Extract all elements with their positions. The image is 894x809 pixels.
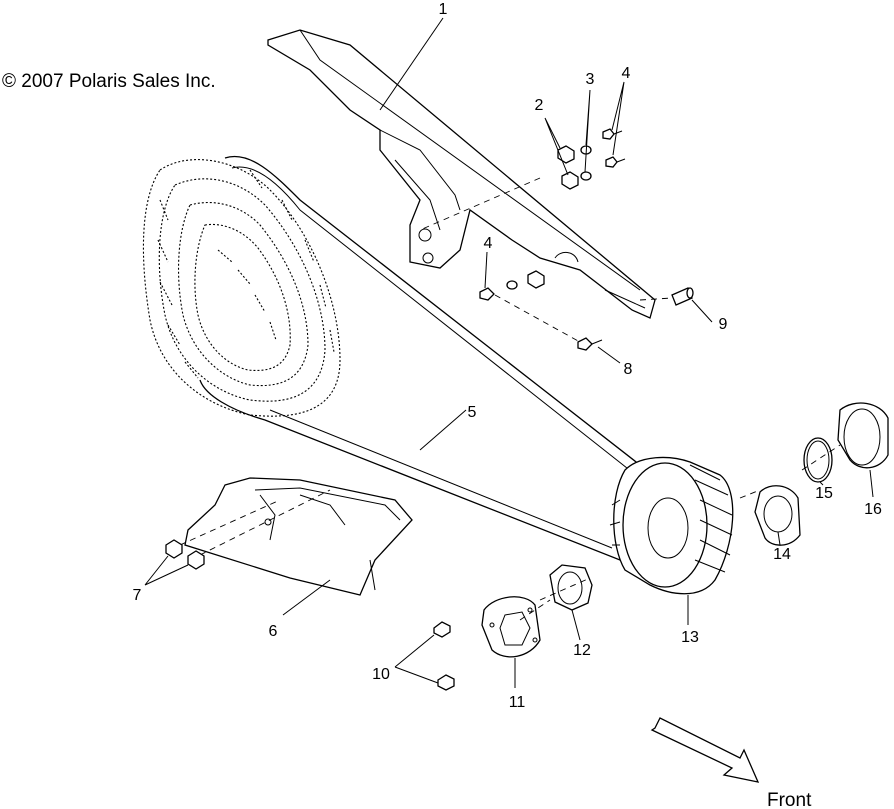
callout-8: 8 — [624, 361, 633, 378]
callout-13: 13 — [681, 629, 699, 646]
callout-2: 2 — [535, 97, 544, 114]
axle-hardware — [433, 564, 593, 691]
front-arrow — [650, 717, 760, 783]
callout-labels: 1 2 3 4 4 5 6 7 8 9 10 11 12 13 14 15 16 — [133, 1, 882, 711]
callout-5: 5 — [468, 404, 477, 421]
callout-10: 10 — [372, 666, 390, 683]
callout-4-upper: 4 — [622, 65, 631, 82]
belt-guard — [267, 29, 656, 319]
callout-14: 14 — [773, 546, 791, 563]
callout-6: 6 — [269, 623, 278, 640]
front-label: Front — [767, 790, 812, 809]
callout-4-lower: 4 — [484, 235, 493, 252]
rear-pulley — [609, 456, 734, 595]
copyright-text: © 2007 Polaris Sales Inc. — [2, 71, 216, 92]
callout-16: 16 — [864, 501, 882, 518]
leader-lines — [144, 17, 874, 688]
callout-3: 3 — [586, 71, 595, 88]
callout-7: 7 — [133, 587, 142, 604]
lower-guard — [165, 477, 413, 596]
callout-1: 1 — [439, 1, 448, 18]
bearing-seal-set — [739, 402, 889, 546]
callout-12: 12 — [573, 642, 591, 659]
callout-11: 11 — [509, 694, 526, 711]
callout-9: 9 — [719, 316, 728, 333]
callout-15: 15 — [815, 485, 833, 502]
rear-tire — [142, 159, 341, 417]
